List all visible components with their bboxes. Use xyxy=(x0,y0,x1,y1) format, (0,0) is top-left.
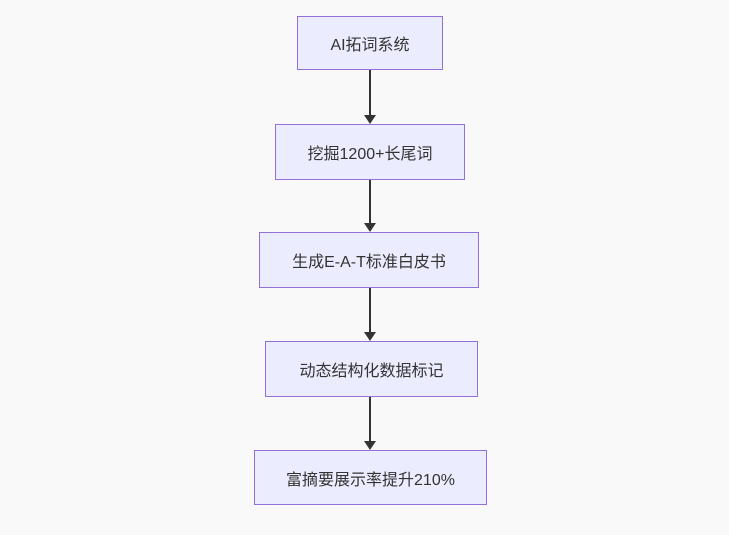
arrow-shaft xyxy=(369,70,371,115)
flow-node-label: AI拓词系统 xyxy=(330,37,410,54)
flow-node-label: 动态结构化数据标记 xyxy=(299,363,444,380)
flow-node-label: 挖掘1200+长尾词 xyxy=(307,146,433,163)
arrow-shaft xyxy=(369,288,371,332)
flow-node-eat-whitepaper: 生成E-A-T标准白皮书 xyxy=(259,232,479,288)
arrow-down-4 xyxy=(364,397,376,450)
arrowhead-down-icon xyxy=(364,223,376,232)
arrowhead-down-icon xyxy=(364,441,376,450)
flow-node-label: 富摘要展示率提升210% xyxy=(286,471,455,489)
arrow-down-2 xyxy=(364,180,376,232)
flow-node-structured-data-markup: 动态结构化数据标记 xyxy=(265,341,478,397)
arrow-shaft xyxy=(369,397,371,441)
arrowhead-down-icon xyxy=(364,332,376,341)
flow-node-ai-keyword-system: AI拓词系统 xyxy=(297,16,443,70)
flow-node-label: 生成E-A-T标准白皮书 xyxy=(292,254,446,271)
arrowhead-down-icon xyxy=(364,115,376,124)
arrow-down-3 xyxy=(364,288,376,341)
arrow-down-1 xyxy=(364,70,376,124)
arrow-shaft xyxy=(369,180,371,223)
flow-node-rich-snippet-result: 富摘要展示率提升210% xyxy=(254,450,487,505)
flow-node-longtail-mining: 挖掘1200+长尾词 xyxy=(275,124,465,180)
